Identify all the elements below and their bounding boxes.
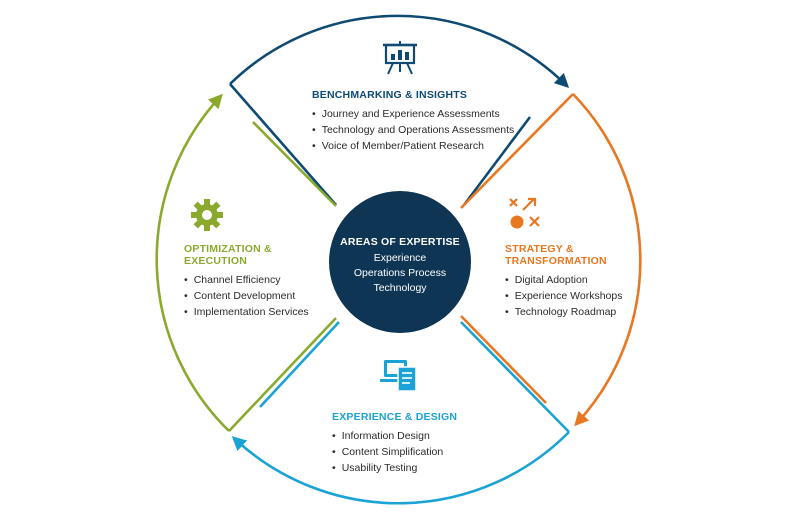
- list-item: Information Design: [332, 428, 457, 444]
- center-line-operations: Operations Process: [353, 267, 447, 279]
- list-item: Technology and Operations Assessments: [312, 122, 515, 138]
- strategy-segment: [460, 93, 642, 427]
- design-title: EXPERIENCE & DESIGN: [332, 411, 458, 423]
- optimization-segment: [155, 93, 337, 432]
- optimization-title-line1: OPTIMIZATION &: [184, 243, 272, 255]
- list-item: Voice of Member/Patient Research: [312, 138, 514, 154]
- presentation-chart-icon: [383, 41, 417, 75]
- strategy-title-line2: TRANSFORMATION: [505, 255, 607, 267]
- benchmarking-border: [229, 83, 532, 206]
- benchmarking-segment: [229, 14, 570, 206]
- list-item: Journey and Experience Assessments: [312, 106, 514, 122]
- optimization-border: [228, 121, 337, 432]
- benchmarking-list: Journey and Experience Assessments Techn…: [312, 106, 515, 154]
- strategy-arc-arrow: [572, 93, 642, 427]
- optimization-title-line2: EXECUTION: [184, 255, 248, 267]
- benchmarking-title: BENCHMARKING & INSIGHTS: [312, 89, 468, 101]
- center-line-technology: Technology: [373, 282, 427, 294]
- strategy-list: Digital Adoption Experience Workshops Te…: [505, 272, 623, 320]
- list-item: Channel Efficiency: [184, 272, 309, 288]
- list-item: Experience Workshops: [505, 288, 623, 304]
- list-item: Digital Adoption: [505, 272, 622, 288]
- design-list: Information Design Content Simplificatio…: [332, 428, 457, 476]
- optimization-quadrant: OPTIMIZATION & EXECUTION Channel Efficie…: [184, 243, 309, 320]
- center-line-experience: Experience: [373, 252, 427, 264]
- strategy-title-line1: STRATEGY &: [505, 243, 574, 255]
- gear-icon: [191, 199, 223, 231]
- design-border: [259, 321, 570, 433]
- center-label: AREAS OF EXPERTISE Experience Operations…: [327, 236, 473, 296]
- devices-document-icon: [380, 360, 417, 392]
- list-item: Content Development: [184, 288, 309, 304]
- list-item: Content Simplification: [332, 444, 457, 460]
- strategy-quadrant: STRATEGY & TRANSFORMATION Digital Adopti…: [505, 243, 622, 320]
- benchmarking-arc-arrow: [229, 14, 570, 88]
- list-item: Usability Testing: [332, 460, 457, 476]
- design-segment: [231, 321, 570, 505]
- strategy-border: [460, 93, 574, 404]
- benchmarking-quadrant: BENCHMARKING & INSIGHTS Journey and Expe…: [312, 89, 514, 154]
- strategy-play-icon: [509, 197, 540, 229]
- design-arc-arrow: [231, 431, 570, 505]
- optimization-arc-arrow: [155, 93, 230, 432]
- list-item: Implementation Services: [184, 304, 309, 320]
- center-circle: [329, 191, 471, 333]
- strategy-title: STRATEGY & TRANSFORMATION: [505, 243, 622, 267]
- optimization-title: OPTIMIZATION & EXECUTION: [184, 243, 309, 267]
- optimization-list: Channel Efficiency Content Development I…: [184, 272, 309, 320]
- design-quadrant: EXPERIENCE & DESIGN Information Design C…: [332, 411, 457, 476]
- list-item: Technology Roadmap: [505, 304, 622, 320]
- center-title: AREAS OF EXPERTISE: [340, 236, 460, 248]
